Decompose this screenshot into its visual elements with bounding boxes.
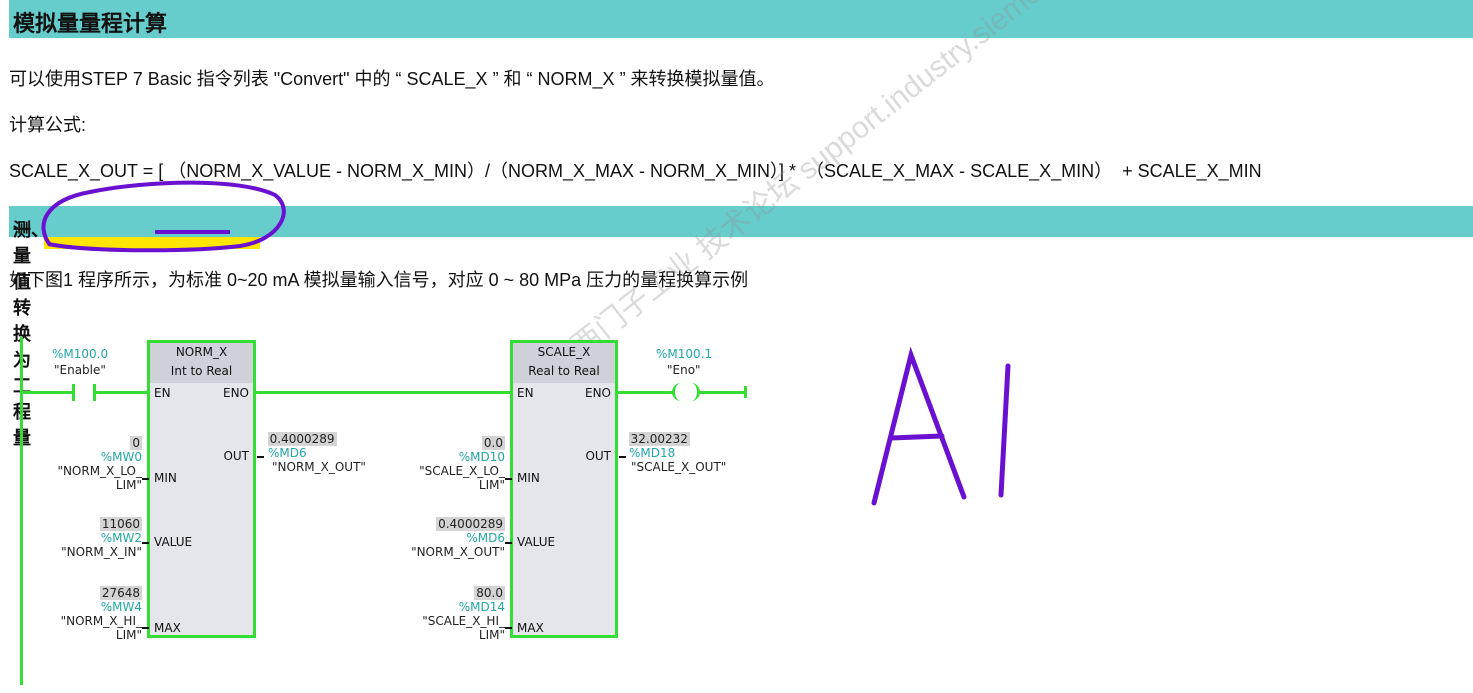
pin-value: VALUE [517,535,556,549]
pin-max: MAX [517,621,544,635]
section-prefix: 一、 [13,220,49,240]
pin-en: EN [154,386,171,400]
pin-min: MIN [154,471,177,485]
pin-eno: ENO [222,386,249,400]
intro-text: 可以使用STEP 7 Basic 指令列表 "Convert" 中的 “ SCA… [9,69,775,89]
pin-eno: ENO [584,386,611,400]
scale-max-operand[interactable]: 80.0%MD14"SCALE_X_HI_LIM" [422,586,505,642]
pin-out: OUT [223,449,249,463]
pin-value: VALUE [154,535,193,549]
scale-out-operand[interactable]: 32.00232%MD18"SCALE_X_OUT" [628,432,727,474]
pin-out: OUT [585,449,611,463]
block-type: Real to Real [528,364,600,378]
contact-icon[interactable] [72,384,96,401]
power-rail [20,337,23,685]
norm-out-operand[interactable]: 0.4000289%MD6"NORM_X_OUT" [267,432,366,474]
rung-end [744,386,747,398]
scale-x-block[interactable]: SCALE_X Real to Real EN ENO OUT MIN VALUE… [510,340,618,638]
contact-address: %M100.0 [52,347,109,361]
pin-en: EN [517,386,534,400]
norm-max-operand[interactable]: 27648%MW4"NORM_X_HI_LIM" [60,586,142,642]
title-bar: 模拟量量程计算 [9,0,1473,38]
scale-value-operand[interactable]: 0.4000289%MD6"NORM_X_OUT" [411,517,505,559]
pin-max: MAX [154,621,181,635]
contact-symbol: "Enable" [54,363,106,377]
norm-min-operand[interactable]: 0%MW0"NORM_X_LO_LIM" [57,436,142,492]
rung-wire-2 [254,391,514,394]
block-name: SCALE_X [537,345,591,359]
formula: SCALE_X_OUT = [ （NORM_X_VALUE - NORM_X_M… [9,161,1262,181]
coil-icon[interactable] [672,383,700,401]
coil-symbol: "Eno" [667,363,701,377]
block-type: Int to Real [170,364,233,378]
formula-label: 计算公式: [9,115,87,135]
coil-address: %M100.1 [656,347,713,361]
yellow-highlight [44,236,260,249]
scale-min-operand[interactable]: 0.0%MD10"SCALE_X_LO_LIM" [419,436,505,492]
page-title: 模拟量量程计算 [13,11,168,36]
block-name: NORM_X [175,345,228,359]
pin-min: MIN [517,471,540,485]
norm-value-operand[interactable]: 11060%MW2"NORM_X_IN" [61,517,142,559]
norm-x-block[interactable]: NORM_X Int to Real EN ENO OUT MIN VALUE M… [147,340,256,638]
section-text: 如下图1 程序所示，为标准 0~20 mA 模拟量输入信号，对应 0 ~ 80 … [9,270,749,290]
